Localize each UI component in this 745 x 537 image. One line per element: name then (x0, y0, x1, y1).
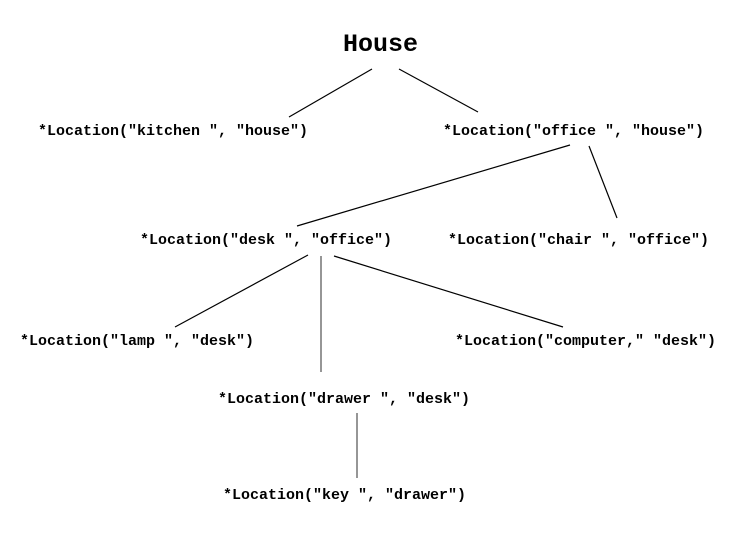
node-drawer: *Location("drawer ", "desk") (218, 391, 471, 408)
edge-house-office (398, 68, 479, 113)
edge-house-kitchen (288, 68, 373, 118)
edge-office-chair (588, 145, 618, 219)
node-chair: *Location("chair ", "office") (448, 232, 710, 249)
edge-office-desk (296, 144, 571, 227)
node-lamp: *Location("lamp ", "desk") (20, 333, 255, 350)
node-house: House (343, 30, 419, 59)
node-office: *Location("office ", "house") (443, 123, 705, 140)
node-kitchen: *Location("kitchen ", "house") (38, 123, 309, 140)
node-computer: *Location("computer," "desk") (455, 333, 717, 350)
node-key: *Location("key ", "drawer") (223, 487, 467, 504)
edge-desk-computer (333, 255, 564, 328)
node-desk: *Location("desk ", "office") (140, 232, 393, 249)
edge-desk-lamp (174, 254, 309, 328)
